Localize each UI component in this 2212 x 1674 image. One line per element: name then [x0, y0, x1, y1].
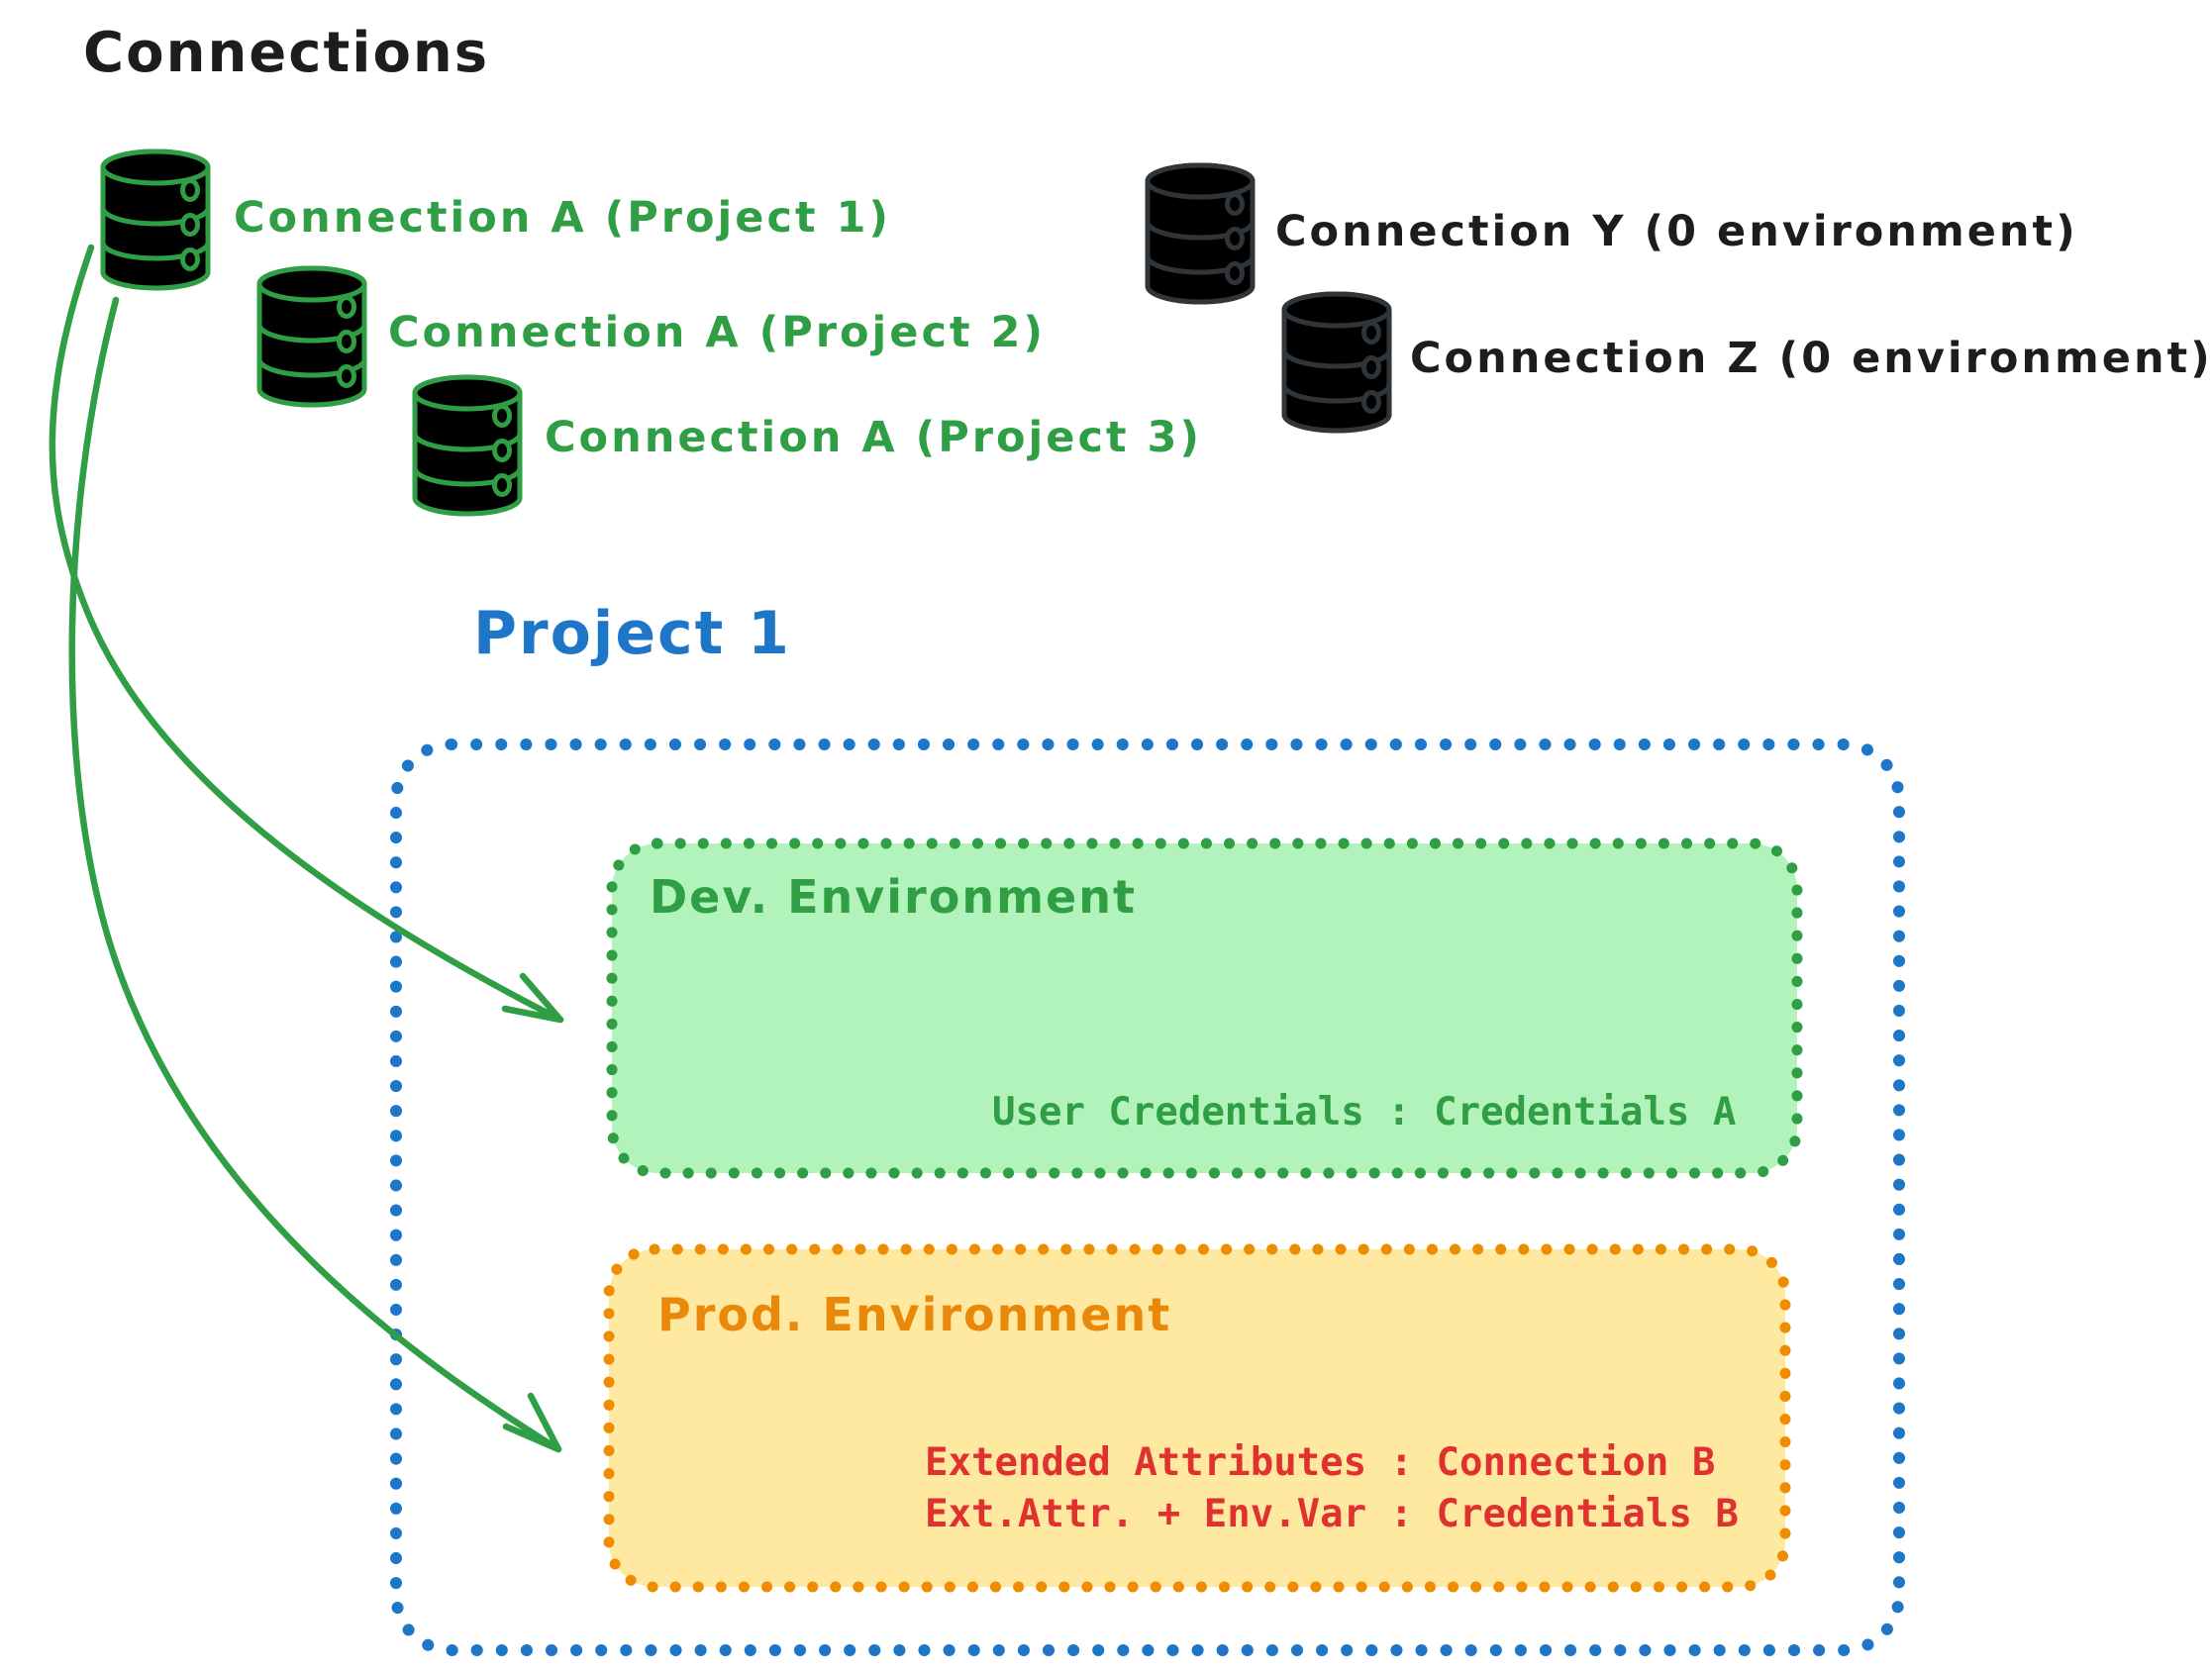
project-1-container-box — [390, 739, 1905, 1656]
connection-z-label: Connection Z (0 environment) — [1410, 334, 2212, 383]
arrow-connection-a-to-prod — [68, 296, 562, 1453]
connections-heading: Connections — [83, 21, 490, 85]
database-icon — [1148, 165, 1253, 302]
prod-extended-attributes-mapping: Extended Attributes : Connection B — [925, 1440, 1716, 1485]
prod-mappings: Extended Attributes : Connection B Ext.A… — [925, 1437, 1739, 1540]
dev-environment-title: Dev. Environment — [650, 870, 1137, 924]
connection-a-project-3-label: Connection A (Project 3) — [545, 413, 1203, 462]
arrow-connection-a-to-dev — [49, 244, 564, 1024]
prod-environment-box — [603, 1243, 1791, 1593]
project-1-title: Project 1 — [473, 599, 791, 668]
connection-a-project-2-label: Connection A (Project 2) — [388, 308, 1047, 357]
prod-environment-title: Prod. Environment — [657, 1288, 1172, 1341]
dev-credentials-mapping: User Credentials : Credentials A — [992, 1090, 1737, 1134]
database-icon — [415, 377, 520, 514]
connection-a-project-1-label: Connection A (Project 1) — [234, 193, 892, 243]
connection-y-label: Connection Y (0 environment) — [1275, 207, 2078, 256]
prod-env-var-mapping: Ext.Attr. + Env.Var : Credentials B — [925, 1492, 1739, 1536]
dev-environment-box — [606, 837, 1803, 1179]
database-icon — [259, 268, 364, 405]
database-icon — [103, 151, 208, 288]
database-icon — [1284, 294, 1389, 431]
